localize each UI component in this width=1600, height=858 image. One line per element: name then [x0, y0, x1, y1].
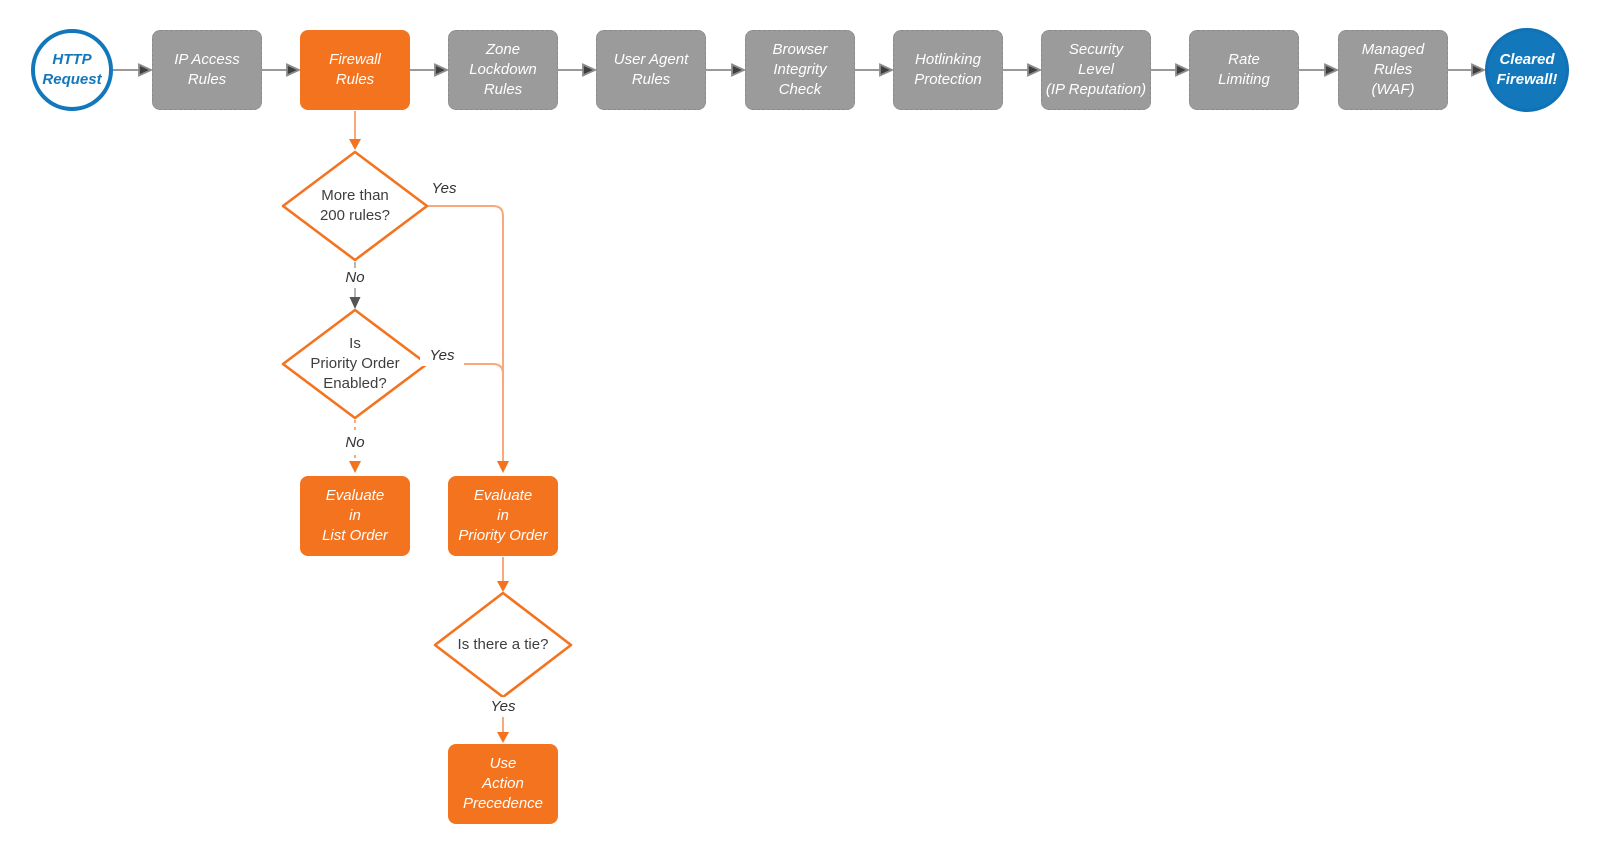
end-node-label: Cleared Firewall!: [1496, 51, 1558, 88]
edge-decision1-yes: [427, 205, 509, 473]
edge-firewall-to-decision1: [349, 111, 361, 150]
pipeline-node-hotlinking-protection: Hotlinking Protection: [893, 30, 1003, 110]
pipeline-node-managed-rules-waf: Managed Rules (WAF): [1338, 30, 1448, 110]
decision2-text: Is Priority Order Enabled?: [290, 334, 420, 394]
pipeline-node-user-agent-rules: User Agent Rules: [596, 30, 706, 110]
start-node-label: HTTP Request: [42, 51, 102, 88]
pipeline-node-label: Firewall Rules: [329, 51, 381, 88]
pipeline-node-label: IP Access Rules: [174, 51, 240, 88]
edge-decision2-yes: [427, 363, 504, 375]
pipeline-node-label: Rate Limiting: [1218, 51, 1270, 88]
pipeline-node-label: Managed Rules (WAF): [1361, 41, 1425, 98]
start-node-http-request: HTTP Request: [31, 29, 113, 111]
decision1-text: More than 200 rules?: [290, 180, 420, 232]
action-node-label: Evaluate in List Order: [322, 487, 388, 544]
edge-decision2-no: [349, 420, 361, 473]
decision1-diamond: [281, 150, 429, 262]
decision2-diamond: [281, 308, 429, 420]
decision3-text: Is there a tie?: [438, 633, 568, 657]
edge-label-decision2-yes: Yes: [420, 346, 464, 366]
pipeline-node-label: Browser Integrity Check: [772, 41, 828, 98]
action-node-use-action-precedence: Use Action Precedence: [448, 744, 558, 824]
decision2-label: Is Priority Order Enabled?: [310, 335, 400, 392]
pipeline-node-browser-integrity-check: Browser Integrity Check: [745, 30, 855, 110]
pipeline-node-label: Zone Lockdown Rules: [469, 41, 537, 98]
edge-label-decision3-yes: Yes: [481, 697, 525, 717]
action-node-evaluate-priority-order: Evaluate in Priority Order: [448, 476, 558, 556]
pipeline-node-label: Security Level (IP Reputation): [1045, 41, 1147, 98]
pipeline-node-zone-lockdown-rules: Zone Lockdown Rules: [448, 30, 558, 110]
pipeline-node-security-level: Security Level (IP Reputation): [1041, 30, 1151, 110]
action-node-evaluate-list-order: Evaluate in List Order: [300, 476, 410, 556]
action-node-label: Evaluate in Priority Order: [458, 487, 548, 544]
pipeline-node-ip-access-rules: IP Access Rules: [152, 30, 262, 110]
pipeline-node-firewall-rules: Firewall Rules: [300, 30, 410, 110]
pipeline-node-label: User Agent Rules: [613, 51, 689, 88]
edge-label-decision2-no: No: [335, 433, 375, 453]
action-node-label: Use Action Precedence: [462, 755, 544, 812]
edge-label-decision1-yes: Yes: [431, 180, 457, 197]
end-node-cleared-firewall: Cleared Firewall!: [1485, 28, 1569, 112]
decision3-label: Is there a tie?: [457, 636, 549, 654]
pipeline-node-rate-limiting: Rate Limiting: [1189, 30, 1299, 110]
pipeline-arrows: [113, 63, 1487, 77]
edge-priority-to-decision3: [497, 557, 509, 592]
decision1-label: More than 200 rules?: [319, 187, 391, 224]
edge-label-decision1-no: No: [335, 268, 375, 288]
pipeline-node-label: Hotlinking Protection: [914, 51, 982, 88]
